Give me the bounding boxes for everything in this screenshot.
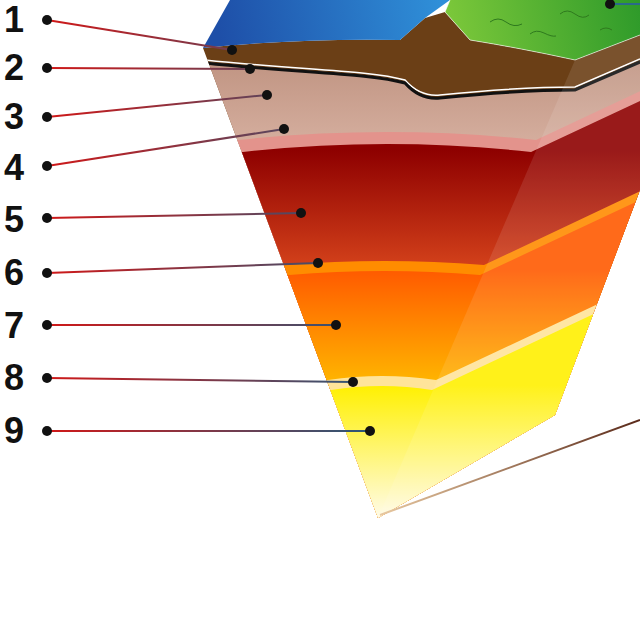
leader-line <box>47 68 250 69</box>
leader-dot <box>42 213 52 223</box>
leader-line <box>47 430 370 432</box>
leader-dot <box>42 320 52 330</box>
callout-number: 9 <box>4 413 24 449</box>
leader-dot <box>42 63 52 73</box>
callout-number: 8 <box>4 360 24 396</box>
surface-edge <box>445 0 640 60</box>
leader-dot <box>42 268 52 278</box>
terrain-texture <box>490 11 612 36</box>
leader-dot <box>365 426 375 436</box>
callout-number: 7 <box>4 308 24 344</box>
leader-line <box>47 263 318 273</box>
leader-dot <box>42 15 52 25</box>
callout-number: 4 <box>4 150 24 186</box>
leader-line <box>47 20 232 50</box>
ocean-surface <box>203 0 450 48</box>
side-face-shade <box>378 35 640 518</box>
callout-number: 2 <box>4 50 24 86</box>
leader-dot <box>279 124 289 134</box>
leader-line <box>47 95 267 117</box>
leader-line <box>47 378 353 382</box>
leader-line <box>47 129 284 166</box>
layer-stack <box>150 0 640 640</box>
leader-dot <box>42 161 52 171</box>
callout-number: 6 <box>4 255 24 291</box>
leader-dot <box>331 320 341 330</box>
leader-dot <box>262 90 272 100</box>
leader-line <box>47 324 336 326</box>
leader-dot <box>313 258 323 268</box>
land-surface <box>445 0 640 60</box>
callout-leaders <box>42 15 375 436</box>
leader-dot <box>42 426 52 436</box>
leader-dot <box>348 377 358 387</box>
callout-number: 1 <box>4 2 24 38</box>
leader-dot <box>42 373 52 383</box>
leader-dot <box>227 45 237 55</box>
leader-line <box>47 213 301 218</box>
leader-dot <box>605 0 615 9</box>
leader-dot <box>245 64 255 74</box>
callout-number: 3 <box>4 99 24 135</box>
leader-dot <box>42 112 52 122</box>
leader-dot <box>296 208 306 218</box>
leader-line <box>380 420 640 515</box>
callout-number: 5 <box>4 202 24 238</box>
